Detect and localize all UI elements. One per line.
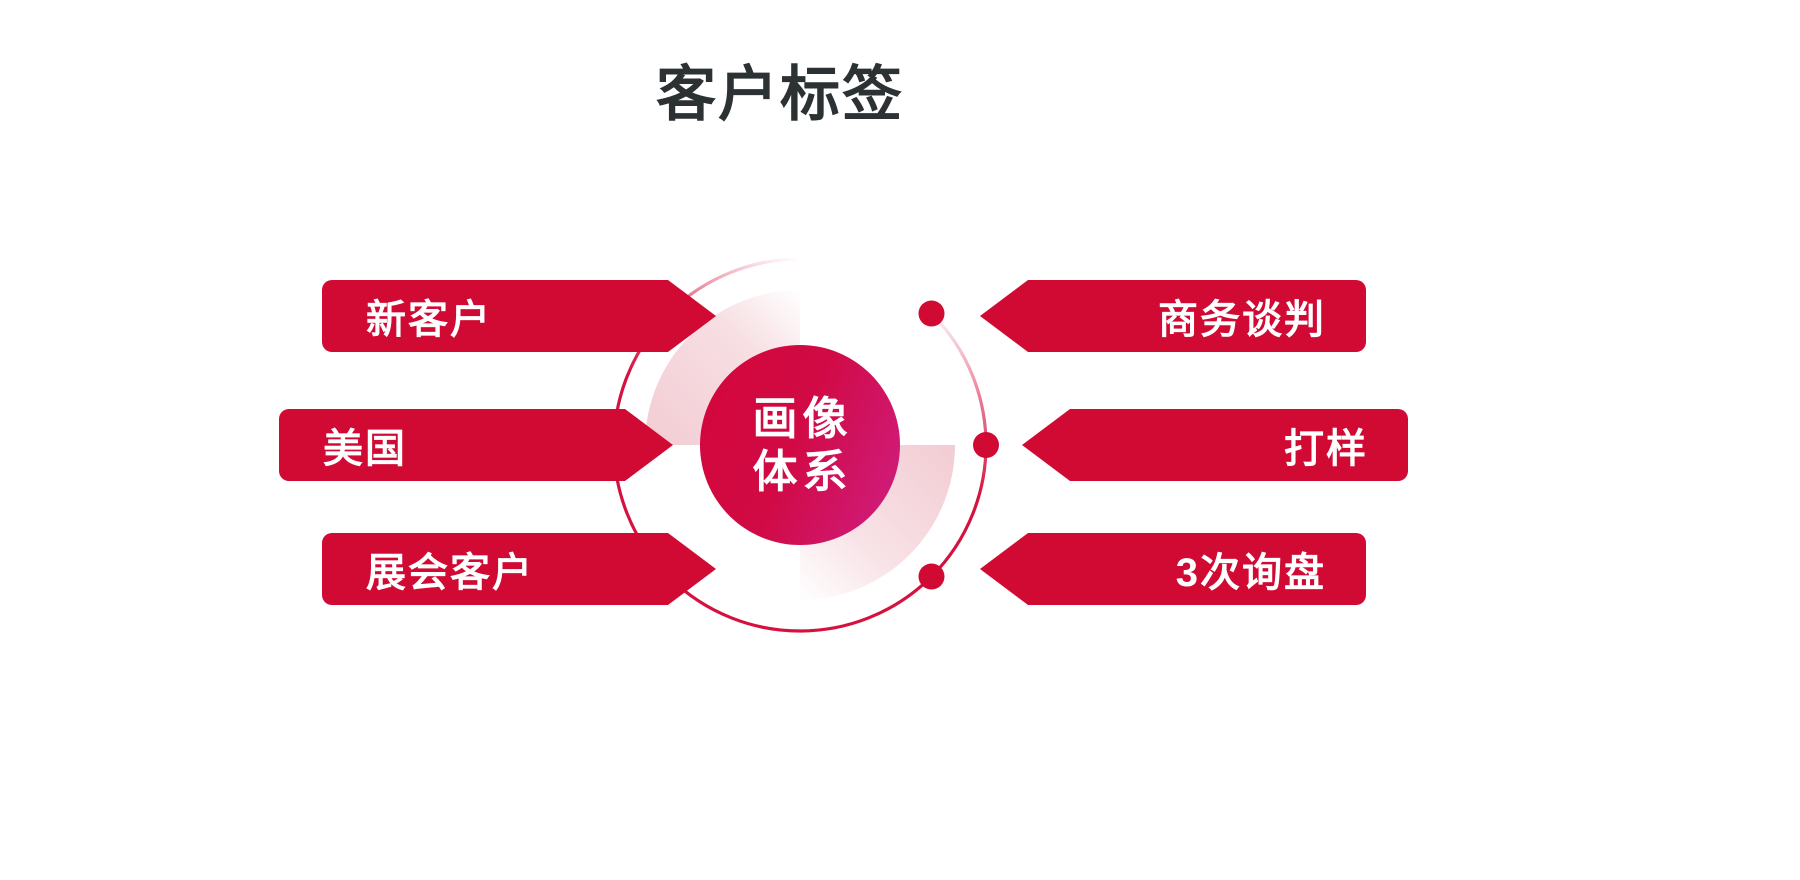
- tag-label: 3次询盘: [1175, 551, 1326, 595]
- tag-right-sampling[interactable]: 打样: [1022, 409, 1408, 481]
- tag-label: 新客户: [366, 298, 492, 342]
- tag-right-inquiry-count[interactable]: 3次询盘: [980, 533, 1366, 605]
- hub-core-circle: [700, 345, 900, 545]
- tag-left-exhibition-customer[interactable]: 展会客户: [322, 533, 716, 605]
- tag-label: 展会客户: [366, 551, 534, 595]
- node-lower-right-icon: [918, 563, 945, 590]
- tag-label: 商务谈判: [1158, 298, 1326, 342]
- donut-accent: [645, 290, 955, 600]
- node-upper-right-icon: [918, 300, 945, 327]
- tag-left-new-customer[interactable]: 新客户: [322, 280, 716, 352]
- page-title: 客户标签: [656, 61, 904, 128]
- node-right-icon: [973, 432, 999, 458]
- tag-left-country[interactable]: 美国: [279, 409, 673, 481]
- tag-label: 美国: [323, 427, 407, 471]
- tag-label: 打样: [1284, 427, 1368, 471]
- tag-right-business-negotiation[interactable]: 商务谈判: [980, 280, 1366, 352]
